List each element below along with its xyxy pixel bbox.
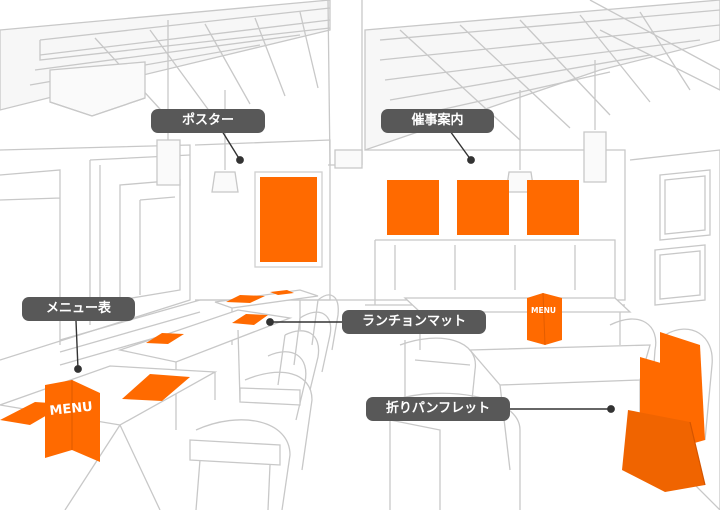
pointer-lines <box>74 130 615 413</box>
tables-right <box>389 297 713 510</box>
event-poster-1 <box>387 180 439 235</box>
poster <box>260 177 317 262</box>
label-event-info: 催事案内 <box>381 109 494 133</box>
posters <box>254 171 579 268</box>
menu-book: MENU <box>45 380 100 462</box>
ceiling-structure <box>0 0 720 169</box>
label-folded-pamphlet: 折りパンフレット <box>366 397 510 421</box>
label-poster: ポスター <box>151 109 265 133</box>
pendant-lamps <box>156 20 607 193</box>
poster-board <box>254 171 323 268</box>
pamphlet-rack <box>622 332 706 492</box>
event-poster-2 <box>457 180 509 235</box>
label-menu-table: メニュー表 <box>22 297 135 321</box>
chairs-left <box>189 294 339 510</box>
menu-tent-text: MENU <box>531 306 556 315</box>
event-poster-3 <box>527 180 579 235</box>
menu-book-text: MENU <box>49 400 94 419</box>
label-luncheon-mat: ランチョンマット <box>342 310 486 334</box>
menu-tent-card: MENU <box>527 292 562 346</box>
